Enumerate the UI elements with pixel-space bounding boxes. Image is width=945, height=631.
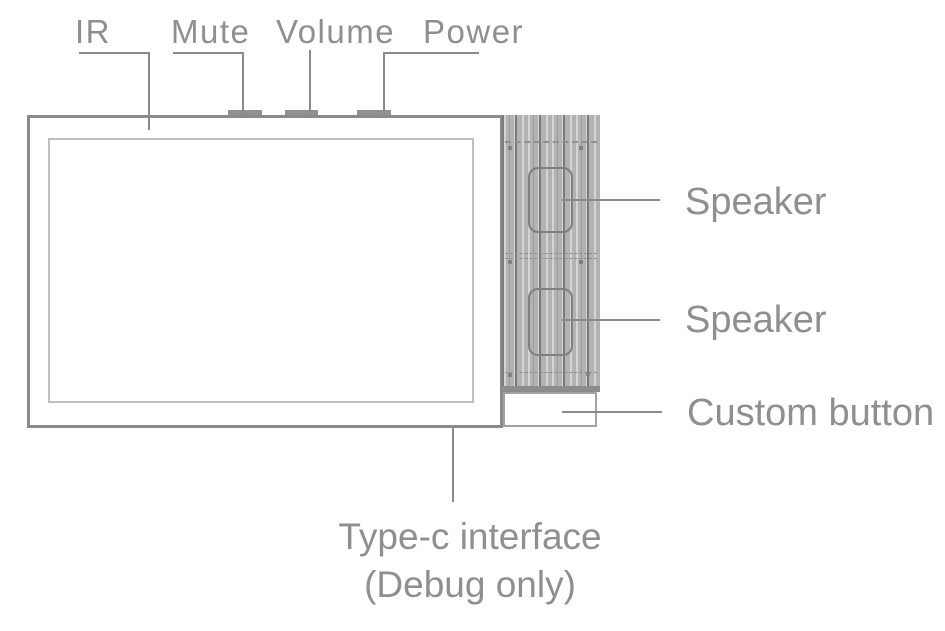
volume-button-shape xyxy=(285,110,318,118)
leader-line-ir-vertical xyxy=(148,52,150,130)
label-mute: Mute xyxy=(171,13,251,50)
label-type-c-line2: (Debug only) xyxy=(364,564,576,605)
grille-seam-middle-a xyxy=(505,253,597,254)
custom-button-shape xyxy=(503,392,597,427)
leader-line-speaker-top xyxy=(562,199,660,201)
screw-dot xyxy=(508,146,512,150)
label-type-c-interface: Type-c interface (Debug only) xyxy=(320,513,620,609)
label-ir: IR xyxy=(75,13,111,50)
grille-seam-bottom xyxy=(505,372,597,373)
power-button-shape xyxy=(357,110,391,118)
grille-seam-top xyxy=(505,141,597,143)
screw-dot xyxy=(508,260,512,264)
leader-line-type-c xyxy=(452,428,454,502)
speaker-cutout-bottom xyxy=(528,288,573,356)
leader-line-power-vertical xyxy=(383,52,385,114)
leader-line-mute-horizontal xyxy=(173,52,244,54)
label-power: Power xyxy=(423,13,525,50)
mute-button-shape xyxy=(228,110,262,118)
label-speaker-top: Speaker xyxy=(685,181,827,223)
label-speaker-bottom: Speaker xyxy=(685,299,827,341)
leader-line-ir-horizontal xyxy=(79,52,150,54)
grille-seam-middle-b xyxy=(505,258,597,259)
leader-line-speaker-bottom xyxy=(562,319,660,321)
screw-dot xyxy=(579,260,583,264)
leader-line-power-horizontal xyxy=(383,52,479,54)
leader-line-custom-button xyxy=(562,411,662,413)
leader-line-mute-vertical xyxy=(242,52,244,114)
label-custom-button: Custom button xyxy=(687,392,935,434)
screw-dot xyxy=(586,372,590,376)
panel-bottom-band xyxy=(502,386,600,392)
label-volume: Volume xyxy=(276,13,396,50)
screw-dot xyxy=(508,373,512,377)
leader-line-volume-vertical xyxy=(309,50,311,114)
screw-dot xyxy=(579,146,583,150)
label-type-c-line1: Type-c interface xyxy=(338,516,602,557)
display-area-outline xyxy=(48,138,474,403)
